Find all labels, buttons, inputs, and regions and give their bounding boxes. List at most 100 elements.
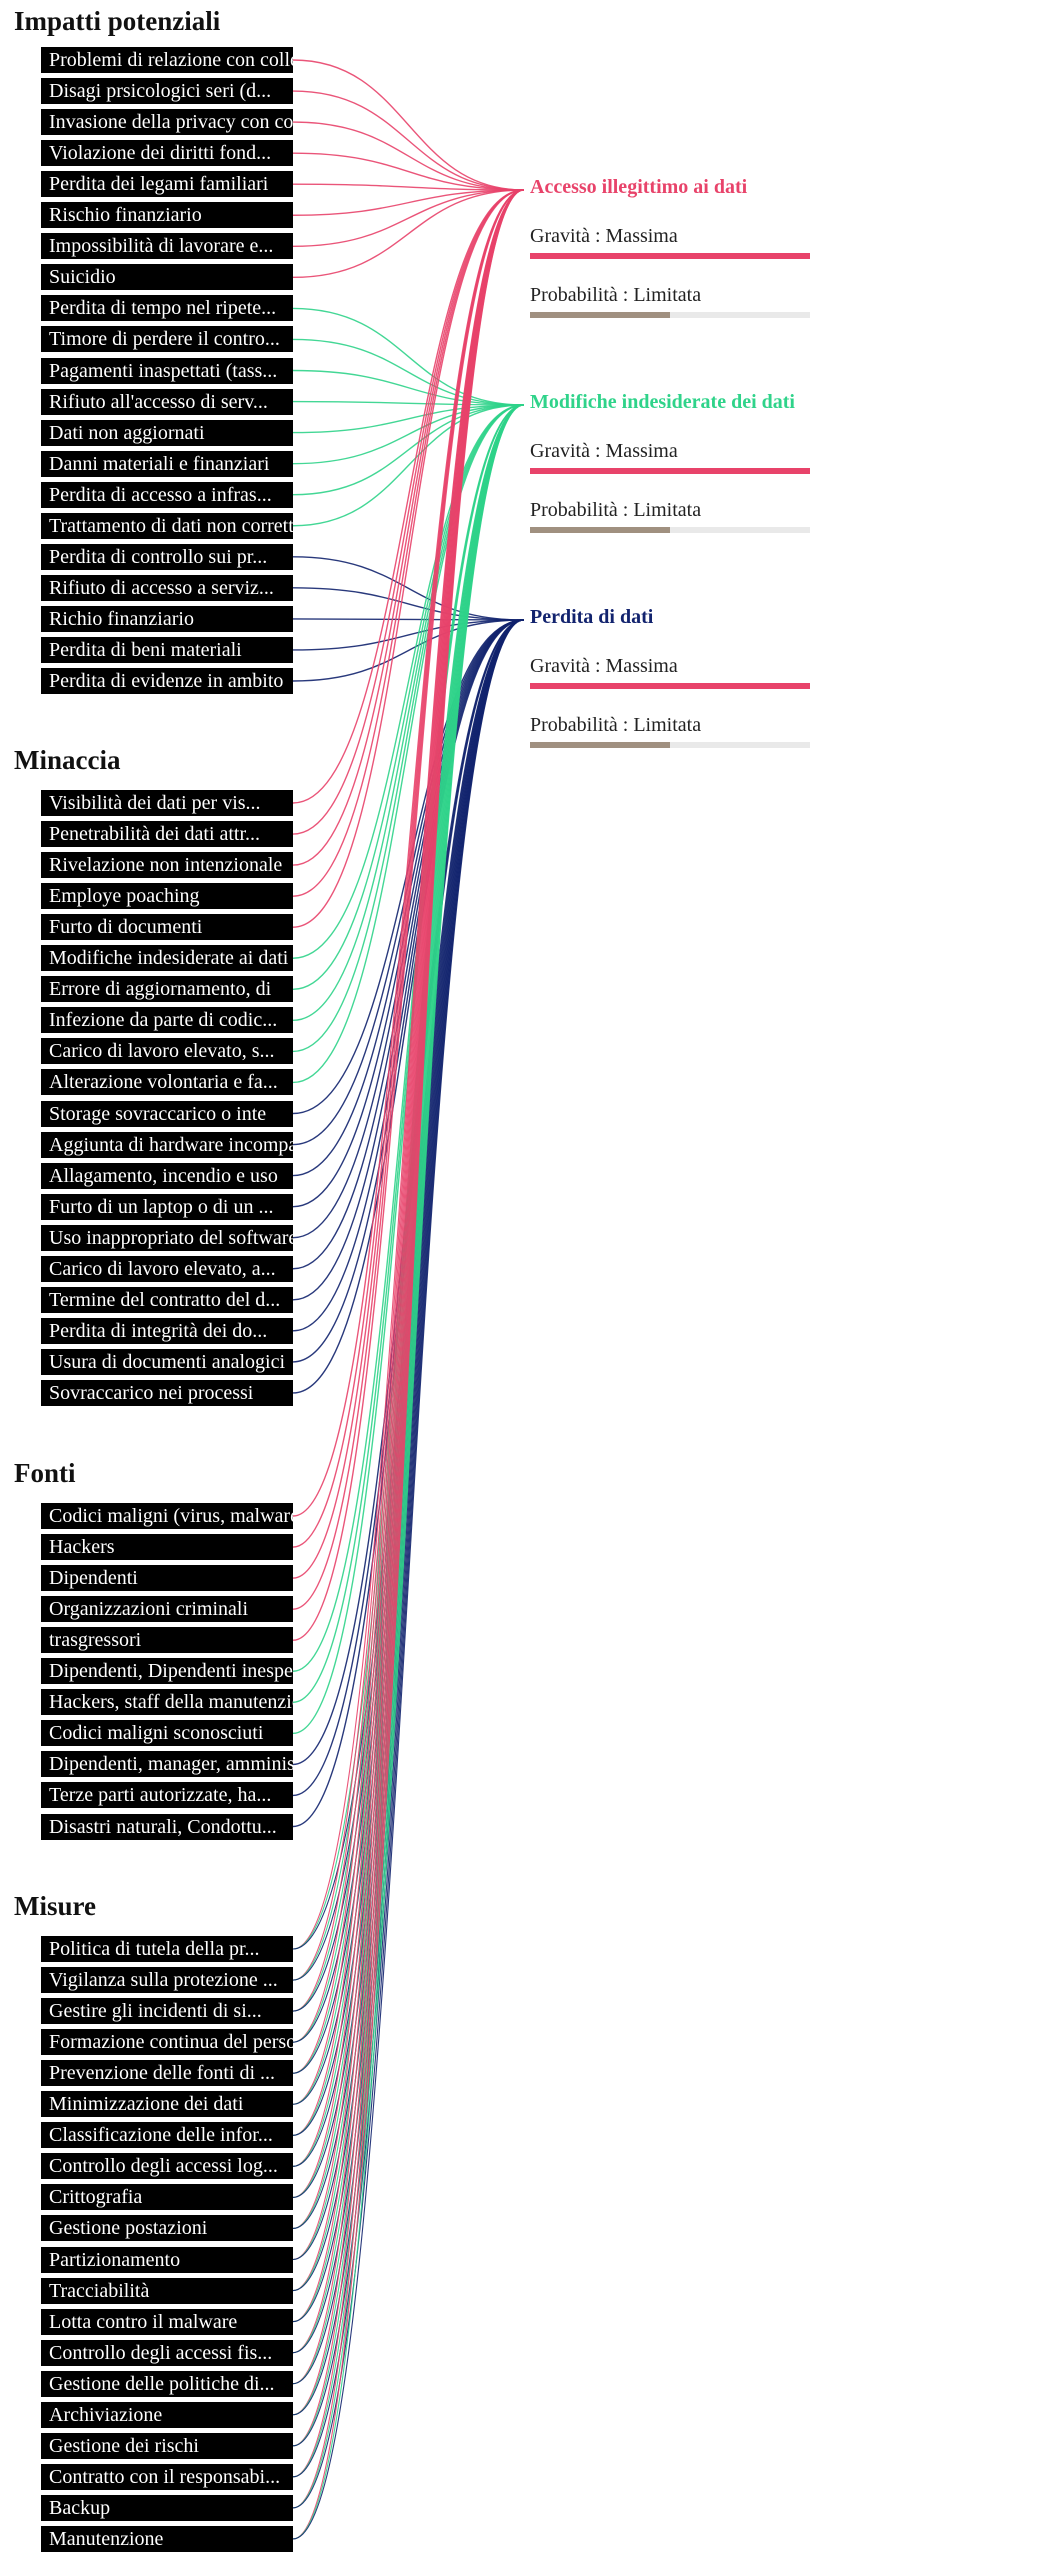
minaccia-item[interactable]: Uso inappropriato del software [41,1224,293,1251]
impatti-item[interactable]: Perdita di accesso a infras... [41,481,293,508]
link-curve [292,189,525,804]
impatti-item[interactable]: Impossibilità di lavorare e... [41,233,293,260]
link-curve [292,619,525,651]
fonti-item[interactable]: Hackers [41,1534,293,1561]
minaccia-item[interactable]: Infezione da parte di codic... [41,1007,293,1034]
misure-item[interactable]: Gestione postazioni [41,2215,293,2242]
misure-item[interactable]: Formazione continua del personale [41,2029,293,2056]
risk-title[interactable]: Accesso illegittimo ai dati [530,176,748,198]
minaccia-item[interactable]: Furto di documenti [41,914,293,941]
fonti-item[interactable]: Dipendenti, manager, amministratori [41,1751,293,1778]
fonti-item[interactable]: trasgressori [41,1627,293,1654]
impatti-item[interactable]: Richio finanziario [41,605,293,632]
misure-item[interactable]: Backup [41,2494,293,2521]
minaccia-item[interactable]: Furto di un laptop o di un ... [41,1193,293,1220]
impatti-item[interactable]: Pagamenti inaspettati (tass... [41,357,293,384]
misure-item[interactable]: Manutenzione [41,2525,293,2552]
fonti-item[interactable]: Codici maligni (virus, malware) [41,1503,293,1529]
minaccia-item[interactable]: Perdita di integrità dei do... [41,1317,293,1344]
misure-item[interactable]: Lotta contro il malware [41,2308,293,2335]
link-curve [292,587,525,621]
impatti-item[interactable]: Timore di perdere il contro... [41,326,293,353]
misure-item[interactable]: Archiviazione [41,2401,293,2428]
misure-item[interactable]: Gestire gli incidenti di si... [41,1998,293,2025]
fonti-item[interactable]: Codici maligni sconosciuti [41,1720,293,1747]
misure-item[interactable]: Controllo degli accessi fis... [41,2339,293,2366]
fonti-item[interactable]: Hackers, staff della manutenzione [41,1689,293,1716]
misure-item[interactable]: Prevenzione delle fonti di ... [41,2060,293,2087]
impatti-item[interactable]: Perdita di evidenze in ambito [41,668,293,694]
link-curve [292,404,525,2385]
risk-title[interactable]: Modifiche indesiderate dei dati [530,391,795,413]
link-curve [292,189,525,2292]
link-curve [292,189,525,2043]
impatti-item[interactable]: Problemi di relazione con colleghi [41,47,293,73]
link-curve [292,189,525,2105]
link-curve [292,404,525,2105]
link-curve [292,189,525,2167]
misure-item[interactable]: Vigilanza sulla protezione ... [41,1967,293,1994]
impatti-item[interactable]: Dati non aggiornati [41,419,293,446]
misure-item[interactable]: Controllo degli accessi log... [41,2153,293,2180]
misure-item[interactable]: Crittografia [41,2184,293,2211]
severity-bar-fill [530,468,810,474]
section-title-impatti: Impatti potenziali [14,6,221,36]
misure-item[interactable]: Partizionamento [41,2246,293,2273]
fonti-item[interactable]: Dipendenti, Dipendenti inesperti [41,1658,293,1685]
severity-metric: Gravità : Massima [530,654,850,689]
impatti-item[interactable]: Rifiuto di accesso a serviz... [41,574,293,601]
misure-item[interactable]: Minimizzazione dei dati [41,2091,293,2118]
impatti-item[interactable]: Perdita di controllo sui pr... [41,543,293,570]
minaccia-item[interactable]: Termine del contratto del d... [41,1286,293,1313]
misure-item[interactable]: Gestione dei rischi [41,2432,293,2459]
minaccia-item[interactable]: Carico di lavoro elevato, s... [41,1038,293,1065]
minaccia-item[interactable]: Usura di documenti analogici [41,1348,293,1375]
impatti-item[interactable]: Suicidio [41,264,293,291]
misure-item[interactable]: Contratto con il responsabi... [41,2463,293,2490]
misure-item[interactable]: Classificazione delle infor... [41,2122,293,2149]
fonti-item[interactable]: Disastri naturali, Condottu... [41,1813,293,1840]
link-curve [292,404,525,2012]
impatti-item[interactable]: Invasione della privacy con conseguenze [41,109,293,136]
minaccia-item[interactable]: Aggiunta di hardware incompatibile [41,1131,293,1158]
minaccia-item[interactable]: Storage sovraccarico o inte [41,1100,293,1127]
fonti-item[interactable]: Terze parti autorizzate, ha... [41,1782,293,1809]
link-curve [292,59,525,191]
minaccia-item[interactable]: Errore di aggiornamento, di [41,976,293,1003]
impatti-item[interactable]: Perdita di tempo nel ripete... [41,295,293,322]
link-curve [292,404,525,2136]
minaccia-item[interactable]: Penetrabilità dei dati attr... [41,821,293,848]
misure-item[interactable]: Gestione delle politiche di... [41,2370,293,2397]
link-curve [292,619,525,2540]
fonti-item[interactable]: Organizzazioni criminali [41,1596,293,1623]
minaccia-item[interactable]: Employe poaching [41,883,293,910]
minaccia-item[interactable]: Modifiche indesiderate ai dati [41,945,293,972]
minaccia-item[interactable]: Visibilità dei dati per vis... [41,790,293,816]
link-curve [292,619,525,2261]
impatti-item[interactable]: Violazione dei diritti fond... [41,140,293,167]
impatti-item[interactable]: Danni materiali e finanziari [41,450,293,477]
impatti-item[interactable]: Trattamento di dati non corretti [41,512,293,539]
minaccia-item[interactable]: Rivelazione non intenzionale [41,852,293,879]
impatti-item[interactable]: Rischio finanziario [41,202,293,229]
minaccia-item[interactable]: Alterazione volontaria e fa... [41,1069,293,1096]
misure-item[interactable]: Tracciabilità [41,2277,293,2304]
minaccia-item[interactable]: Carico di lavoro elevato, a... [41,1255,293,1282]
fonti-item[interactable]: Dipendenti [41,1565,293,1592]
impatti-item[interactable]: Perdita di beni materiali [41,636,293,663]
likelihood-label: Probabilità : Limitata [530,714,702,736]
link-curve [292,404,525,2292]
impatti-item[interactable]: Disagi prsicologici seri (d... [41,78,293,105]
likelihood-bar-fill [530,527,670,533]
misure-item[interactable]: Politica di tutela della pr... [41,1936,293,1962]
link-curve [292,189,525,2136]
impatti-item[interactable]: Rifiuto all'accesso di serv... [41,388,293,415]
link-curve [292,369,525,406]
link-curve [292,619,525,2447]
link-curve [292,152,525,191]
severity-bar [530,253,810,259]
minaccia-item[interactable]: Sovraccarico nei processi [41,1379,293,1406]
impatti-item[interactable]: Perdita dei legami familiari [41,171,293,198]
minaccia-item[interactable]: Allagamento, incendio e uso [41,1162,293,1189]
risk-title[interactable]: Perdita di dati [530,606,654,628]
